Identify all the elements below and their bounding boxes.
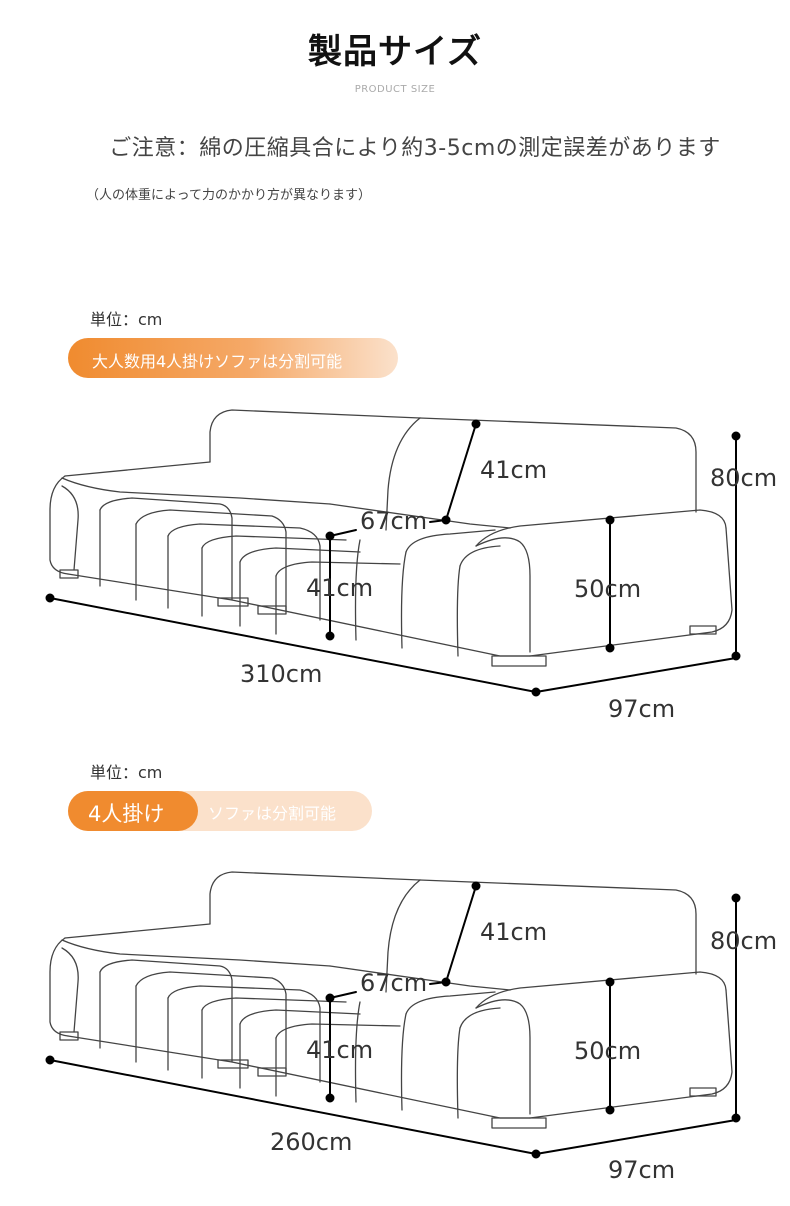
badge-1: 大人数用4人掛けソファは分割可能 — [68, 338, 398, 378]
sofa-diagram-2 — [45, 871, 741, 1159]
dim-width-2: 260cm — [270, 1128, 353, 1156]
dim-depth-2: 97cm — [608, 1156, 676, 1184]
unit-label-1: 単位：cm — [90, 310, 163, 329]
dim-total-height-1: 80cm — [710, 464, 778, 492]
dim-seat-height-2: 41cm — [306, 1036, 374, 1064]
page-subtitle: PRODUCT SIZE — [354, 84, 436, 95]
dim-depth-1: 97cm — [608, 695, 676, 723]
dim-back-height-1: 67cm — [360, 507, 428, 535]
dim-seat-depth-1: 41cm — [480, 456, 548, 484]
measurement-notice-sub: （人の体重によって力のかかり方が異なります） — [86, 188, 371, 203]
dim-back-height-2: 67cm — [360, 969, 428, 997]
measurement-notice: ご注意：綿の圧縮具合により約3-5cmの測定誤差があります — [109, 136, 721, 161]
dim-arm-height-2: 50cm — [574, 1037, 642, 1065]
dim-total-height-2: 80cm — [710, 927, 778, 955]
sofa-diagram-1 — [45, 409, 741, 697]
badge-1-text: 大人数用4人掛けソファは分割可能 — [92, 352, 343, 371]
page-title: 製品サイズ — [308, 32, 482, 72]
unit-label-2: 単位：cm — [90, 763, 163, 782]
badge-2-main-text: 4人掛け — [88, 802, 165, 826]
badge-2-main: 4人掛け — [68, 791, 198, 831]
dim-seat-depth-2: 41cm — [480, 918, 548, 946]
badge-2-sub-text: ソファは分割可能 — [208, 804, 337, 823]
dim-arm-height-1: 50cm — [574, 575, 642, 603]
dim-width-1: 310cm — [240, 660, 323, 688]
dim-seat-height-1: 41cm — [306, 574, 374, 602]
